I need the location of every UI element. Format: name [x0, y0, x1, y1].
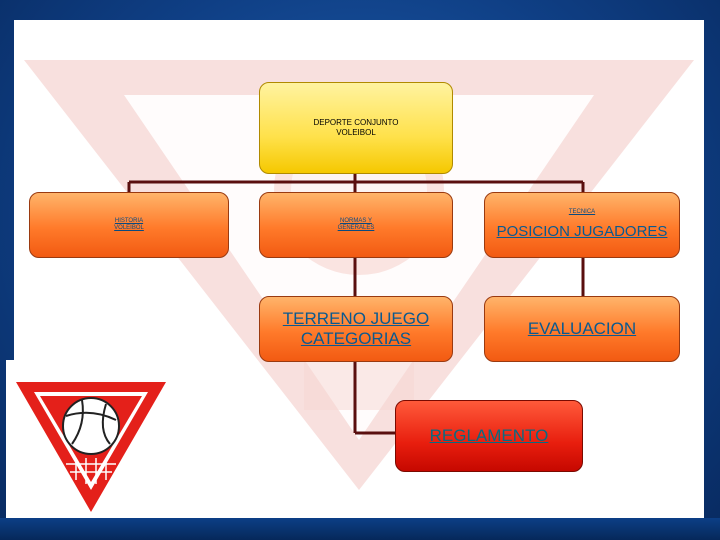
node-terreno-line2: CATEGORIAS — [300, 329, 412, 348]
node-terreno-categorias[interactable]: TERRENO JUEGO CATEGORIAS — [259, 296, 453, 362]
root-node-deporte-conjunto: DEPORTE CONJUNTO VOLEIBOL — [259, 82, 453, 174]
node-historia-voleibol[interactable]: HISTORIA VOLEIBOL — [29, 192, 229, 258]
volleyball-logo-icon — [6, 360, 172, 520]
node-historia-line2: VOLEIBOL — [114, 225, 144, 231]
node-posicion-label: POSICION JUGADORES — [496, 222, 668, 240]
root-node-line2: VOLEIBOL — [336, 128, 376, 137]
node-historia-line1: HISTORIA — [114, 217, 144, 224]
node-tecnica-posicion[interactable]: TECNICA POSICION JUGADORES — [484, 192, 680, 258]
node-reglamento-label: REGLAMENTO — [429, 425, 549, 445]
slide: DEPORTE CONJUNTO VOLEIBOL HISTORIA VOLEI… — [14, 20, 704, 518]
node-evaluacion-label: EVALUACION — [527, 318, 637, 338]
node-normas-line2: GENERALES — [337, 225, 375, 231]
node-normas-generales[interactable]: NORMAS Y GENERALES — [259, 192, 453, 258]
node-terreno-line1: TERRENO JUEGO — [282, 308, 430, 328]
slide-bottom-strip — [0, 518, 720, 540]
node-normas-line1: NORMAS Y — [340, 217, 372, 224]
node-tecnica-label: TECNICA — [568, 209, 596, 216]
node-evaluacion[interactable]: EVALUACION — [484, 296, 680, 362]
root-node-line1: DEPORTE CONJUNTO — [313, 118, 399, 128]
node-reglamento[interactable]: REGLAMENTO — [395, 400, 583, 472]
